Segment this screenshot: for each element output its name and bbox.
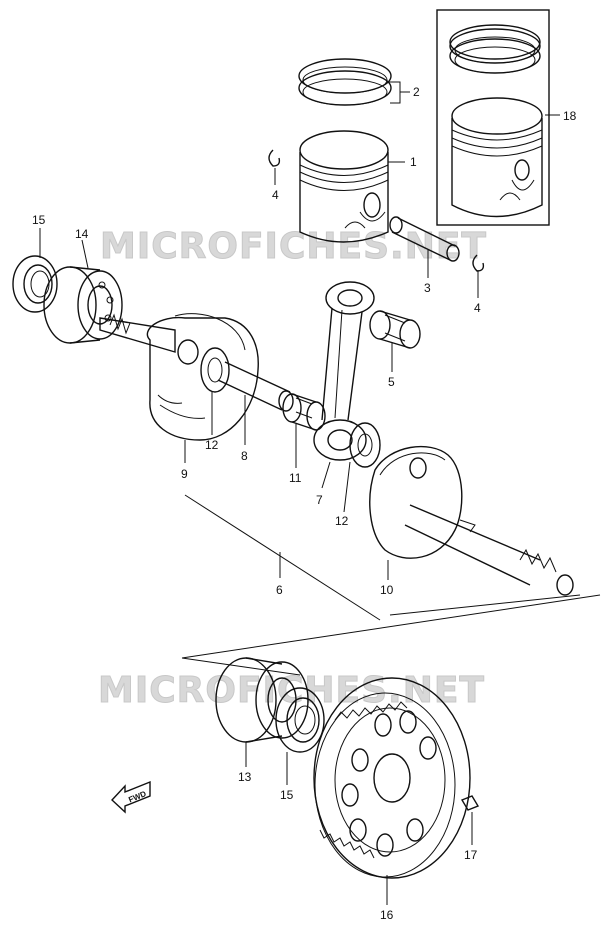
callout-10: 10 [380,583,394,597]
crank-half-right [369,445,574,596]
callout-12-left: 12 [205,438,219,452]
callout-5: 5 [388,375,395,389]
needle-bearing-big-end [282,393,326,431]
callout-15-left: 15 [32,213,46,227]
callout-16: 16 [380,908,394,922]
piston-pin [389,216,460,262]
leader-lines [39,81,560,905]
callout-labels: 1 2 3 4 4 5 6 7 8 9 10 11 12 12 13 14 15… [32,85,577,922]
woodruff-key [460,795,480,811]
callout-9: 9 [181,467,188,481]
watermark-top: MICROFICHES.NET [100,226,487,267]
bracket-line-right [389,594,581,616]
bracket-line-left [184,494,381,621]
callout-18: 18 [563,109,577,123]
callout-4-lower: 4 [474,301,481,315]
callout-17: 17 [464,848,478,862]
divider-line-2 [181,657,301,676]
callout-2: 2 [413,85,420,99]
callout-7: 7 [316,493,323,507]
callout-15-right: 15 [280,788,294,802]
callout-1: 1 [410,155,417,169]
divider-line [181,594,601,659]
callout-3: 3 [424,281,431,295]
oil-seal-left [12,255,58,313]
callout-14: 14 [75,227,89,241]
callout-4-upper: 4 [272,188,279,202]
callout-11: 11 [289,471,302,485]
needle-bearing-small-end [369,310,421,349]
piston-rings [298,58,392,106]
callout-12-right: 12 [335,514,349,528]
bearing-left [43,266,123,344]
piston-set-box [436,9,550,226]
callout-13: 13 [238,770,252,784]
oil-seal-right [275,687,325,753]
fwd-arrow: FWD [111,780,151,814]
circlip-upper [268,149,281,167]
piston [299,130,389,243]
callout-8: 8 [241,449,248,463]
connecting-rod [313,281,381,468]
circlip-lower [472,254,485,272]
fwd-label: FWD [127,789,147,804]
callout-6: 6 [276,583,283,597]
crank-half-left [99,313,294,441]
starter-gear [313,677,471,879]
